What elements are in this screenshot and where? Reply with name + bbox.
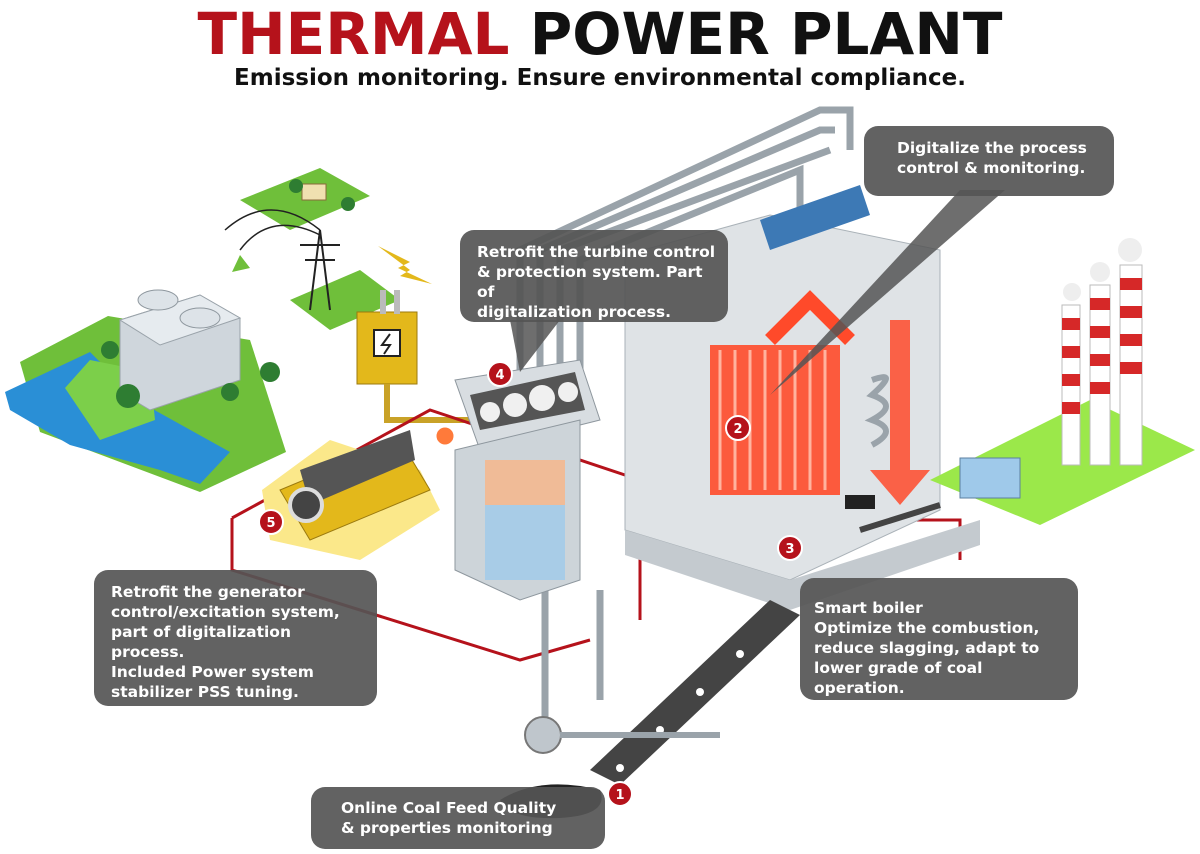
callout-pointers [510, 190, 1005, 395]
transformer [356, 290, 470, 423]
cooling-tower-area [5, 289, 286, 492]
title-power-plant: POWER PLANT [529, 0, 1003, 68]
generator [262, 424, 457, 560]
marker-2: 2 [725, 415, 751, 441]
marker-3: 3 [777, 535, 803, 561]
marker-5: 5 [258, 509, 284, 535]
svg-text:3: 3 [785, 542, 794, 557]
callout-generator: Retrofit the generator control/excitatio… [94, 570, 377, 706]
svg-text:4: 4 [495, 368, 504, 383]
marker-4: 4 [487, 361, 513, 387]
svg-text:2: 2 [733, 422, 742, 437]
chimney-area [859, 238, 1195, 533]
svg-text:1: 1 [615, 788, 624, 803]
callout-smart-boiler: Smart boiler Optimize the combustion, re… [800, 578, 1078, 700]
callout-turbine: Retrofit the turbine control & protectio… [460, 230, 728, 322]
power-grid-area [224, 168, 432, 330]
title-thermal: THERMAL [197, 0, 510, 68]
page-title: THERMAL POWER PLANT [0, 2, 1200, 66]
markers: 1 2 3 4 5 [258, 361, 803, 807]
callout-coal-feed: Online Coal Feed Quality & properties mo… [311, 787, 605, 849]
svg-text:5: 5 [266, 516, 275, 531]
turbine [454, 359, 601, 601]
marker-1: 1 [607, 781, 633, 807]
callout-digitalize: Digitalize the process control & monitor… [864, 126, 1114, 196]
page-subtitle: Emission monitoring. Ensure environmenta… [234, 65, 966, 91]
